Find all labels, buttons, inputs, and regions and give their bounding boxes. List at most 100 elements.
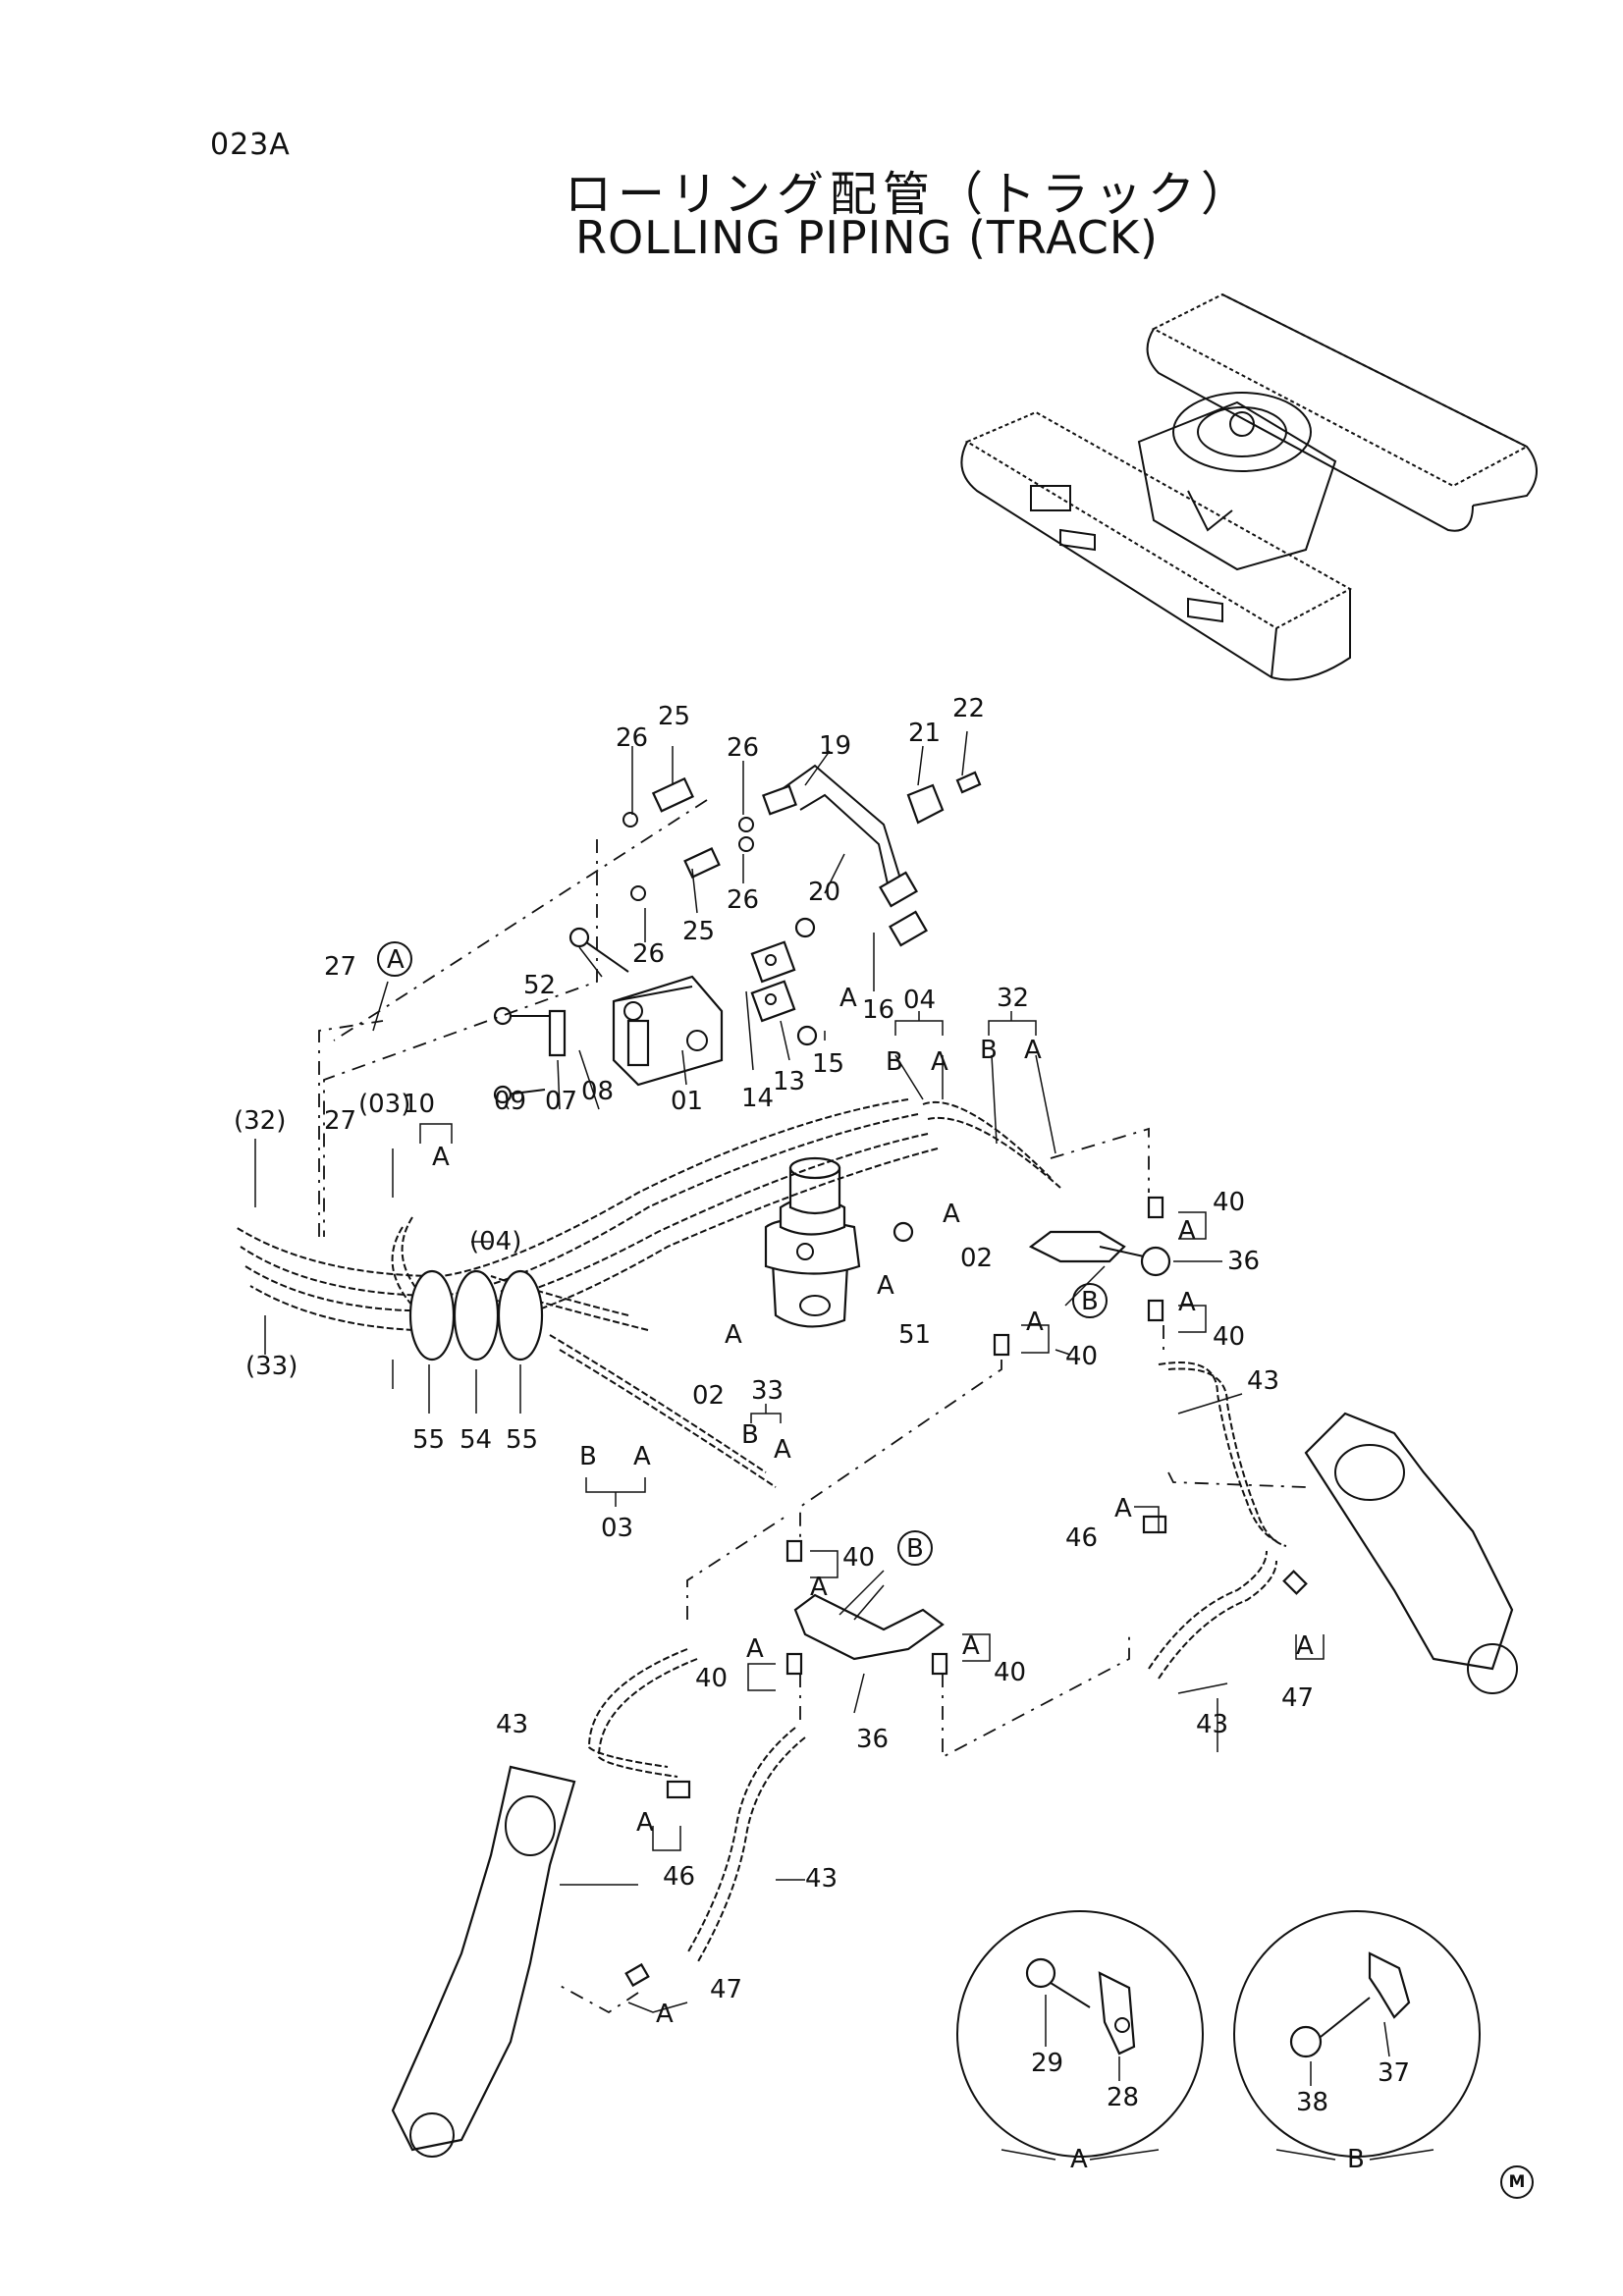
manufacturer-mark: M [1500, 2165, 1534, 2199]
callout-36: 36 [856, 1725, 889, 1754]
callout-13: 13 [773, 1067, 805, 1096]
detail-circle-a [956, 1910, 1204, 2158]
callout-40: 40 [842, 1543, 875, 1573]
callout-32-parenthesized: (32) [234, 1106, 286, 1136]
hoses-43 [587, 1362, 1287, 1964]
callout-46: 46 [1065, 1523, 1098, 1553]
callout-a: A [1296, 1631, 1314, 1661]
fittings-46-47 [624, 1515, 1308, 1988]
callout-a: A [1024, 1036, 1042, 1065]
detail-a-label: A [1070, 2145, 1088, 2174]
callout-04: 04 [903, 986, 936, 1015]
callout-55: 55 [506, 1425, 538, 1455]
callout-09: 09 [494, 1087, 526, 1116]
callout-20: 20 [808, 878, 840, 907]
title-japanese: ローリング配管（トラック） [565, 167, 1255, 222]
callout-36: 36 [1227, 1247, 1260, 1276]
callout-b: B [980, 1036, 998, 1065]
fittings-25-26 [622, 776, 754, 901]
callout-32: 32 [997, 984, 1029, 1013]
callout-07: 07 [545, 1087, 577, 1116]
callout-04-parenthesized: (04) [469, 1227, 521, 1256]
callout-a: A [877, 1271, 894, 1301]
callout-circled-b: B [906, 1534, 924, 1564]
callout-14: 14 [741, 1084, 774, 1113]
callout-15: 15 [812, 1049, 844, 1079]
bolts [493, 917, 914, 1243]
callout-21: 21 [908, 719, 941, 748]
circled-b-marker-upper [1072, 1283, 1108, 1318]
callout-a: A [943, 1200, 960, 1229]
callout-b: B [886, 1047, 903, 1077]
leader-lines [254, 730, 1325, 2013]
callout-26: 26 [727, 885, 759, 915]
callout-29: 29 [1031, 2049, 1063, 2078]
callout-01: 01 [671, 1087, 703, 1116]
callout-a: A [962, 1631, 980, 1661]
callout-a: A [1114, 1494, 1132, 1523]
circled-b-marker-lower [897, 1530, 933, 1566]
callout-52: 52 [523, 971, 556, 1000]
callout-a: A [774, 1435, 791, 1465]
clamp-21 [906, 771, 982, 825]
callout-circled-a: A [387, 945, 405, 975]
callout-28: 28 [1107, 2083, 1139, 2112]
callout-26: 26 [727, 733, 759, 763]
callout-circled-b: B [1081, 1287, 1099, 1316]
callout-19: 19 [819, 731, 851, 761]
title-english: ROLLING PIPING (TRACK) [575, 211, 1159, 264]
center-swivel-joint [764, 1156, 861, 1328]
callout-a: A [725, 1320, 742, 1350]
callout-37: 37 [1378, 2058, 1410, 2088]
callout-a: A [1026, 1308, 1044, 1337]
tee-fitting-36-lower [785, 1539, 948, 1676]
callout-a: A [633, 1442, 651, 1471]
callout-27: 27 [324, 952, 356, 982]
track-undercarriage-illustration [960, 293, 1538, 681]
callout-40: 40 [1213, 1322, 1245, 1352]
callout-26: 26 [632, 939, 665, 969]
callout-40: 40 [1065, 1342, 1098, 1371]
callout-b: B [741, 1420, 759, 1450]
callout-46: 46 [663, 1862, 695, 1892]
dash-dot-lines [318, 799, 1307, 2014]
callout-51: 51 [898, 1320, 931, 1350]
callout-02: 02 [960, 1244, 993, 1273]
callout-38: 38 [1296, 2088, 1328, 2117]
callout-26: 26 [616, 723, 648, 753]
callout-a: A [810, 1573, 828, 1602]
detail-circle-b [1233, 1910, 1481, 2158]
callout-55: 55 [412, 1425, 445, 1455]
hydraulic-cylinder-left [391, 1765, 576, 2158]
callout-02: 02 [692, 1381, 725, 1411]
callout-47: 47 [1281, 1683, 1314, 1713]
callout-54: 54 [460, 1425, 492, 1455]
callout-27: 27 [324, 1106, 356, 1136]
callout-25: 25 [658, 702, 690, 731]
callout-a: A [931, 1047, 948, 1077]
callout-b: B [579, 1442, 597, 1471]
callout-40: 40 [994, 1658, 1026, 1687]
callout-25: 25 [682, 917, 715, 946]
callout-43: 43 [496, 1710, 528, 1739]
callout-40: 40 [1213, 1188, 1245, 1217]
callout-a: A [432, 1143, 450, 1172]
callout-33-parenthesized: (33) [245, 1352, 298, 1381]
callout-40: 40 [695, 1664, 728, 1693]
callout-03-parenthesized: (03) [358, 1090, 410, 1119]
circled-a-marker [377, 941, 412, 977]
steel-pipe-19-20 [762, 764, 928, 947]
callout-a: A [656, 2000, 674, 2029]
callout-47: 47 [710, 1975, 742, 2004]
hydraulic-cylinder-right [1304, 1412, 1518, 1694]
callout-16: 16 [862, 995, 894, 1025]
clamp-54-55 [408, 1269, 544, 1362]
callout-33: 33 [751, 1376, 784, 1406]
callout-a: A [636, 1808, 654, 1838]
page-code: 023A [210, 128, 291, 162]
flange-plates-13 [750, 940, 796, 1023]
callout-43: 43 [1196, 1710, 1228, 1739]
callout-a: A [746, 1634, 764, 1664]
tee-fitting-36-upper [993, 1196, 1171, 1357]
